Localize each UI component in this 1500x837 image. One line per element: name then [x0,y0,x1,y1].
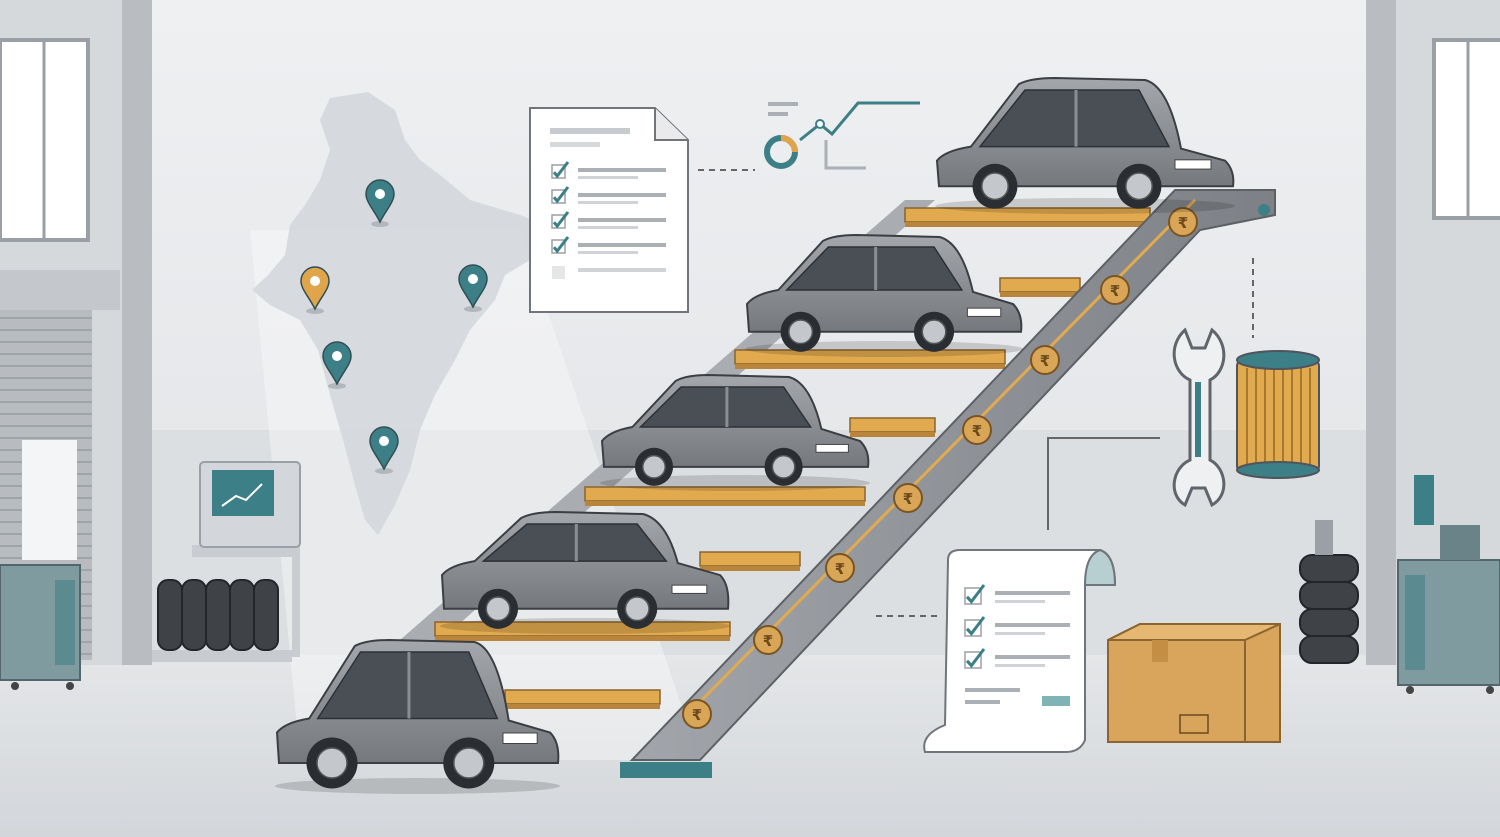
rupee-symbol: ₹ [835,560,845,578]
rupee-coin-icon: ₹ [1100,275,1130,305]
rupee-coin-icon: ₹ [1030,345,1060,375]
tire-icon [205,579,231,651]
rupee-symbol: ₹ [972,422,982,440]
stair-step [849,417,936,433]
tire-icon [1299,608,1359,637]
tire-icon [253,579,279,651]
checkbox-checked-icon [551,186,570,204]
tire-icon [1299,635,1359,664]
license-plate [815,443,849,453]
location-pin-icon [369,426,399,474]
receipt-checklist-icon [923,548,1117,753]
rupee-symbol: ₹ [692,706,702,724]
checkbox-checked-icon [551,211,570,229]
tire-icon [1299,581,1359,610]
rupee-coin-icon: ₹ [962,415,992,445]
car-sedan [440,510,730,634]
checkbox-checked-icon [964,648,986,669]
checkbox-checked-icon [551,161,570,179]
wrench-icon [1172,327,1226,508]
license-plate [966,307,1002,317]
checkbox-checked-icon [551,236,570,254]
right-column [1366,0,1396,665]
india-map-icon [252,92,545,535]
car-hatchback [275,638,560,794]
license-plate [671,584,708,594]
stair-step [504,689,661,705]
stair-base-plate [620,762,712,778]
rupee-coin-icon: ₹ [893,483,923,513]
rupee-symbol: ₹ [1178,214,1188,232]
tire-icon [181,579,207,651]
computer-terminal-icon [192,461,301,657]
rupee-symbol: ₹ [763,632,773,650]
growth-chart-icon [764,101,920,170]
rupee-coin-icon: ₹ [825,553,855,583]
rupee-coin-icon: ₹ [753,625,783,655]
rupee-symbol: ₹ [903,490,913,508]
tire-rack-icon [152,579,292,662]
license-plate [1174,159,1212,170]
tire-icon [1299,554,1359,583]
checklist-document-icon [529,107,689,313]
stair-step [699,551,801,567]
location-pin-icon [300,266,330,314]
car-suv [745,233,1023,357]
tire-icon [157,579,183,651]
cardboard-box-icon [1107,623,1281,743]
location-pin-icon [458,264,488,312]
checkbox-checked-icon [964,616,986,637]
tool-cabinet-icon [0,564,81,690]
car-compact-suv [600,373,870,491]
stair-front-rail [629,189,1276,761]
window-icon [0,38,90,242]
oil-filter-icon [1236,350,1320,479]
window-icon [1432,38,1500,220]
license-plate [502,732,538,744]
rupee-symbol: ₹ [1040,352,1050,370]
tool-cabinet-icon [1397,475,1500,694]
location-pin-icon [322,341,352,389]
checkbox-checked-icon [964,584,986,605]
left-column [122,0,152,665]
tire-stack-icon [1299,520,1359,664]
car-mpv [935,76,1235,214]
tire-icon [229,579,255,651]
stair-step [999,277,1081,293]
rupee-coin-icon: ₹ [1168,207,1198,237]
location-pin-icon [365,179,395,227]
connector-line [1047,437,1160,530]
rupee-symbol: ₹ [1110,282,1120,300]
rupee-coin-icon: ₹ [682,699,712,729]
